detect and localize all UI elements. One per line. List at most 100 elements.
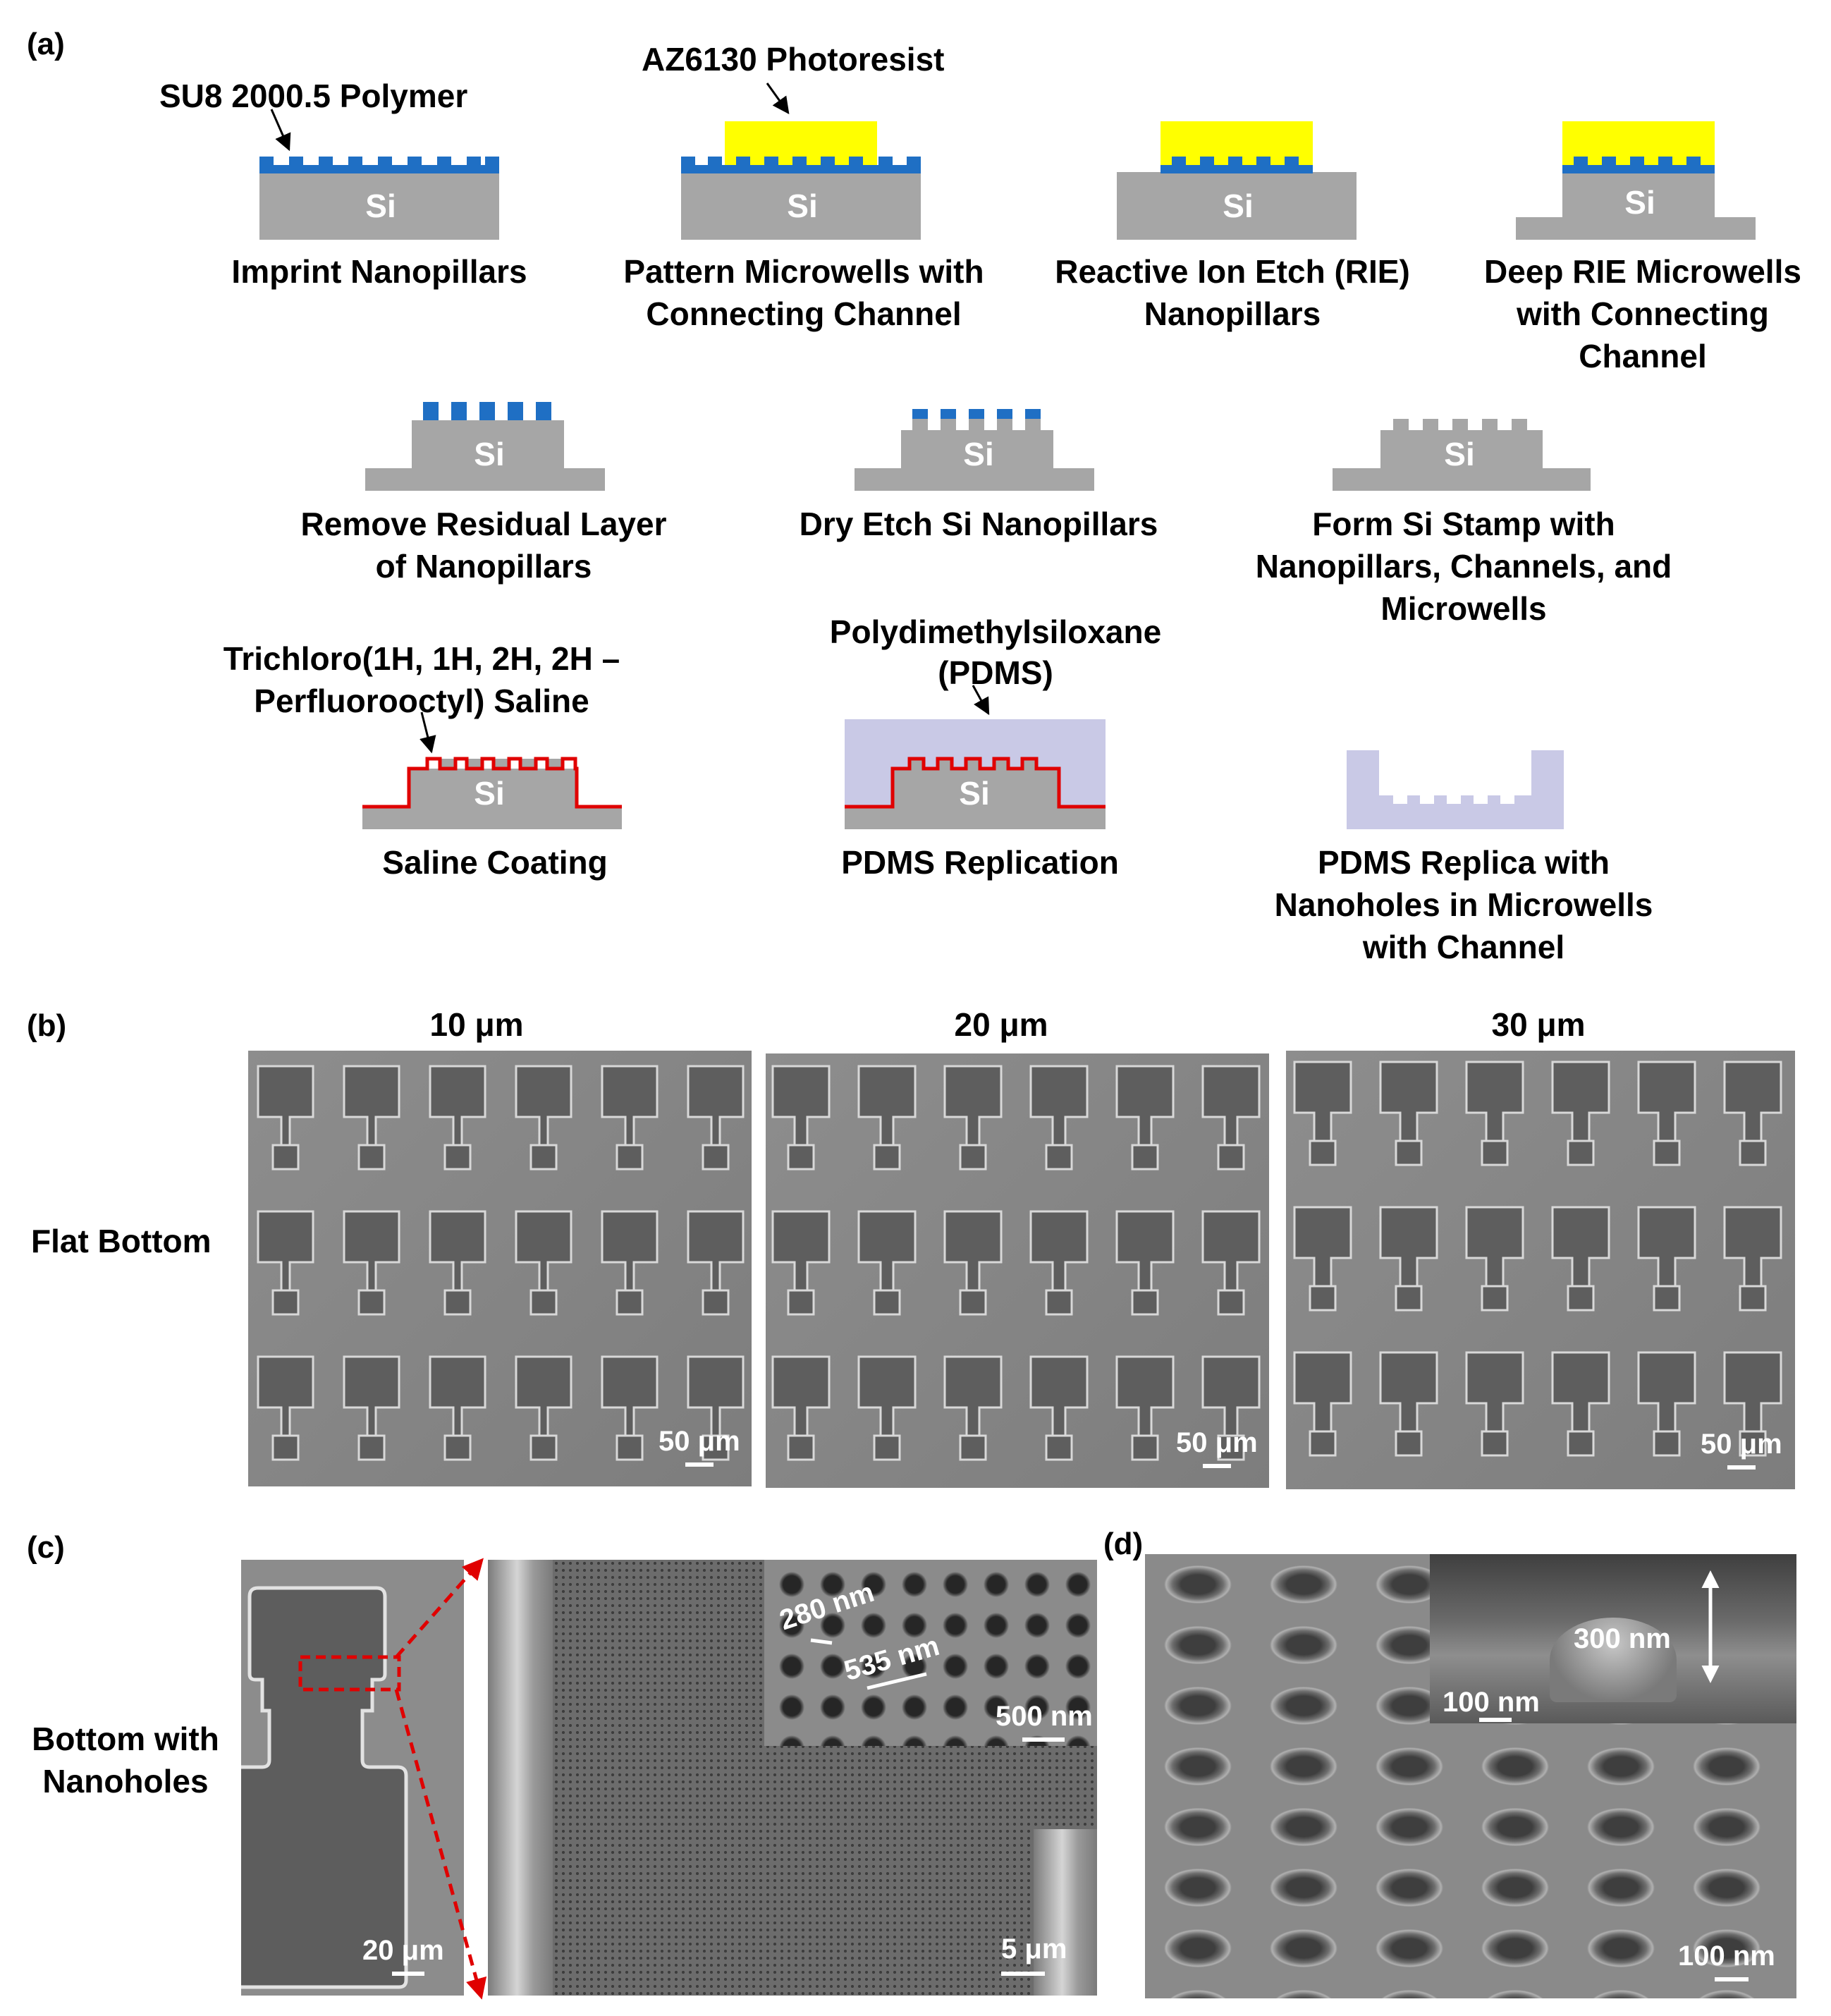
microwell-reservoir — [616, 1144, 644, 1171]
microwell — [343, 1355, 400, 1437]
microwell — [429, 1210, 486, 1292]
az-arrow — [766, 83, 790, 114]
microwell — [1379, 1061, 1438, 1142]
scale-bar-c1 — [392, 1972, 424, 1976]
si-substrate — [259, 172, 499, 240]
microwell-reservoir — [1217, 1289, 1245, 1316]
microwell — [1115, 1355, 1175, 1437]
microwell-array-20um — [771, 1065, 1261, 1461]
microwell-reservoir — [529, 1289, 558, 1316]
panel-label-c: (c) — [27, 1530, 65, 1565]
microwell-reservoir — [959, 1434, 987, 1461]
microwell — [1723, 1206, 1782, 1288]
microwell-reservoir — [959, 1144, 987, 1171]
microwell — [1637, 1351, 1696, 1433]
scale-label-c1: 20 μm — [362, 1935, 444, 1966]
microwell — [857, 1210, 917, 1292]
microwell-reservoir — [529, 1144, 558, 1171]
microwell — [1029, 1210, 1089, 1292]
saline-arrow — [420, 711, 436, 754]
zoom-box — [298, 1655, 401, 1692]
sem-tilted-nanoholes: 300 nm 100 nm 100 nm — [1145, 1554, 1796, 1998]
row-label-flat-bottom: Flat Bottom — [31, 1223, 212, 1259]
microwell-reservoir — [1739, 1140, 1767, 1166]
microwell — [1637, 1206, 1696, 1288]
microwell-reservoir — [357, 1144, 386, 1171]
microwell-reservoir — [702, 1434, 730, 1461]
microwell-reservoir — [1131, 1434, 1159, 1461]
microwell-reservoir — [1045, 1434, 1073, 1461]
microwell — [771, 1210, 831, 1292]
column-heading-20um: 20 μm — [954, 1006, 1048, 1043]
scale-bar-b2 — [1203, 1464, 1231, 1468]
step4-diagram — [1516, 121, 1756, 240]
microwell-reservoir — [1653, 1140, 1681, 1166]
sem-image-10um: 50 μm — [248, 1051, 752, 1486]
microwell-reservoir — [357, 1289, 386, 1316]
microwell-reservoir — [1739, 1285, 1767, 1312]
scale-bar-d-inset — [1479, 1718, 1512, 1722]
microwell — [257, 1065, 314, 1147]
step3-diagram — [1117, 121, 1357, 240]
scale-bar-c-inset — [1022, 1737, 1065, 1742]
microwell — [515, 1065, 572, 1147]
microwell-reservoir — [1395, 1285, 1423, 1312]
microwell-reservoir — [616, 1289, 644, 1316]
microwell — [343, 1210, 400, 1292]
si-label-6: Si — [963, 436, 994, 472]
microwell — [515, 1210, 572, 1292]
scale-label-d-inset: 100 nm — [1443, 1687, 1540, 1718]
microwell-reservoir — [357, 1434, 386, 1461]
pdms-annotation-line1: Polydimethylsiloxane — [829, 613, 1162, 650]
microwell — [943, 1065, 1003, 1147]
sem-zoom-nanoholes: 280 nm 535 nm 500 nm 5 μm — [488, 1560, 1097, 1996]
saline-annotation-line1: Trichloro(1H, 1H, 2H, 2H – — [223, 640, 620, 677]
microwell — [1379, 1206, 1438, 1288]
microwell — [1637, 1061, 1696, 1142]
microwell-reservoir — [1567, 1140, 1595, 1166]
microwell-reservoir — [702, 1144, 730, 1171]
microwell-array-30um — [1293, 1061, 1782, 1457]
scale-label-b2: 50 μm — [1176, 1427, 1258, 1458]
microwell-reservoir — [1131, 1289, 1159, 1316]
su8-arrow — [270, 109, 291, 152]
fluorosilane-coating — [362, 757, 622, 809]
microwell-reservoir — [1309, 1430, 1337, 1457]
microwell-reservoir — [1481, 1430, 1509, 1457]
scale-bar-d — [1715, 1977, 1749, 1981]
fabrication-schematic — [259, 83, 1756, 829]
microwell-reservoir — [873, 1434, 901, 1461]
step7-diagram — [1333, 419, 1591, 491]
microwell-reservoir — [959, 1289, 987, 1316]
sem-single-well: 20 μm — [241, 1560, 464, 1996]
sem-image-20um: 50 μm — [766, 1053, 1269, 1488]
microwell — [771, 1355, 831, 1437]
microwell — [943, 1210, 1003, 1292]
pdms-replica — [1347, 750, 1564, 829]
saline-annotation-line2: Perfluorooctyl) Saline — [254, 683, 589, 719]
microwell-reservoir — [616, 1434, 644, 1461]
si-substrate — [681, 172, 921, 240]
sem-inset-nanoholes: 280 nm 535 nm 500 nm — [764, 1560, 1097, 1746]
microwell-array-10um — [257, 1065, 745, 1461]
microwell — [601, 1355, 659, 1437]
microwell — [1723, 1351, 1782, 1433]
az-annotation: AZ6130 Photoresist — [642, 41, 945, 78]
step1-diagram — [259, 109, 499, 240]
si-substrate — [1117, 172, 1357, 240]
microwell — [601, 1210, 659, 1292]
microwell-reservoir — [1567, 1430, 1595, 1457]
microwell-reservoir — [1217, 1144, 1245, 1171]
microwell — [1465, 1206, 1524, 1288]
microwell-reservoir — [271, 1289, 300, 1316]
microwell-reservoir — [787, 1289, 815, 1316]
step9-diagram — [845, 685, 1106, 829]
si-label-8: Si — [474, 775, 505, 812]
microwell-reservoir — [443, 1289, 472, 1316]
scale-label-c2: 5 μm — [1001, 1933, 1067, 1965]
microwell-reservoir — [873, 1289, 901, 1316]
